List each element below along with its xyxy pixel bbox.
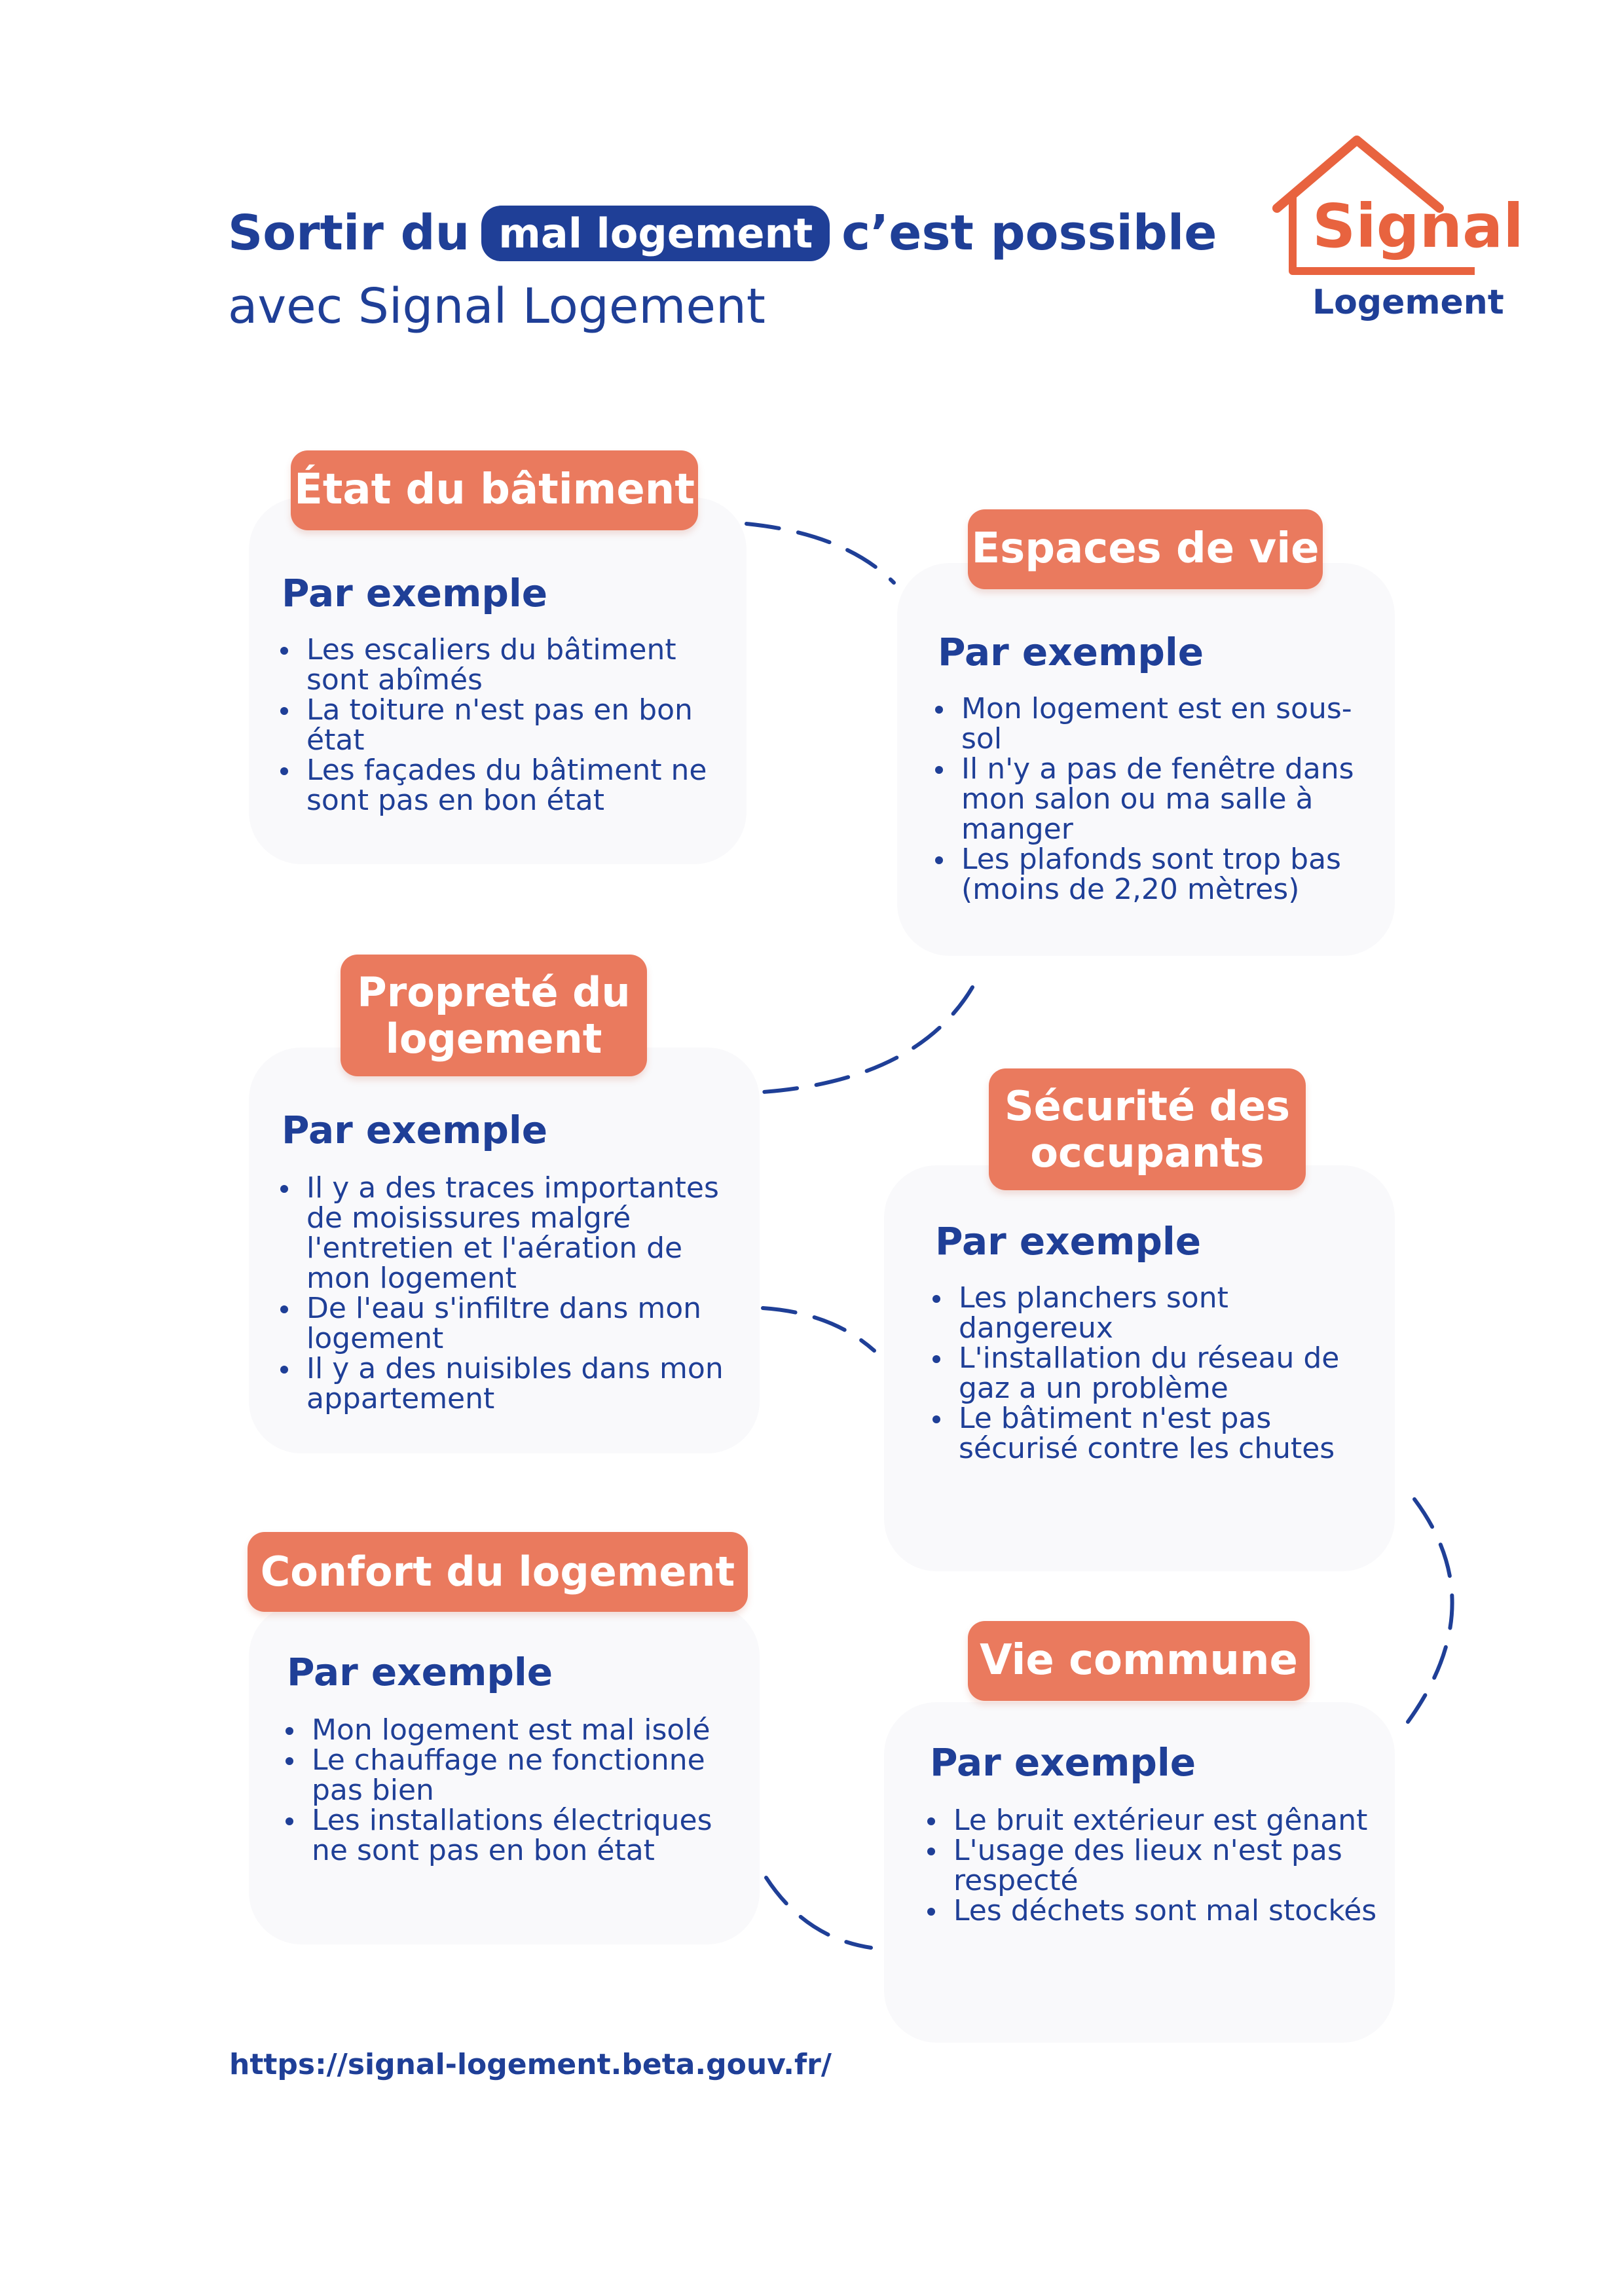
list-item: Le chauffage ne fonctionne pas bien [280, 1745, 752, 1806]
card-background [249, 1048, 760, 1453]
list-item: L'installation du réseau de gaz a un pro… [927, 1343, 1386, 1404]
example-title: Par exemple [282, 1108, 548, 1152]
example-title: Par exemple [938, 630, 1204, 674]
house-icon [1272, 136, 1475, 275]
list-item: Il n'y a pas de fenêtre dans mon salon o… [930, 754, 1375, 845]
title-before: Sortir du [228, 205, 470, 261]
list-item: Les plafonds sont trop bas (moins de 2,2… [930, 845, 1375, 905]
list-item: Le bâtiment n'est pas sécurisé contre le… [927, 1404, 1386, 1464]
list-item: Les escaliers du bâtiment sont abîmés [275, 635, 720, 695]
list-item: Mon logement est mal isolé [280, 1715, 752, 1745]
tag-proprete-du-logement: Propreté du logement [341, 955, 647, 1076]
example-title: Par exemple [935, 1219, 1202, 1264]
example-list: Le bruit extérieur est gênant L'usage de… [922, 1806, 1393, 1926]
title-highlight: mal logement [481, 205, 830, 261]
list-item: L'usage des lieux n'est pas respecté [922, 1836, 1393, 1896]
tag-etat-du-batiment: État du bâtiment [291, 450, 698, 530]
list-item: La toiture n'est pas en bon état [275, 695, 720, 756]
tag-confort-du-logement: Confort du logement [248, 1532, 748, 1612]
signal-logement-link[interactable]: https://signal-logement.beta.gouv.fr/ [229, 2048, 832, 2081]
tag-espaces-de-vie: Espaces de vie [968, 509, 1323, 589]
card-background [249, 1604, 760, 1944]
example-list: Il y a des traces importantes de moisiss… [275, 1173, 747, 1414]
tag-securite-des-occupants: Sécurité des occupants [989, 1068, 1306, 1190]
list-item: De l'eau s'infiltre dans mon logement [275, 1294, 747, 1354]
card-background [884, 1165, 1395, 1571]
example-list: Les planchers sont dangereux L'installat… [927, 1283, 1386, 1464]
example-title: Par exemple [287, 1650, 553, 1694]
example-list: Mon logement est mal isolé Le chauffage … [280, 1715, 752, 1866]
page-title: Sortir du mal logement c’est possible [228, 194, 1217, 272]
logo-word-logement: Logement [1312, 283, 1504, 322]
title-after: c’est possible [841, 205, 1217, 261]
list-item: Le bruit extérieur est gênant [922, 1806, 1393, 1836]
tag-vie-commune: Vie commune [968, 1621, 1310, 1701]
list-item: Les installations électriques ne sont pa… [280, 1806, 752, 1866]
example-title: Par exemple [930, 1740, 1196, 1785]
card-background [897, 563, 1395, 956]
example-title: Par exemple [282, 571, 548, 615]
page-subtitle: avec Signal Logement [228, 278, 766, 335]
list-item: Les déchets sont mal stockés [922, 1896, 1393, 1926]
logo-word-signal: Signal [1312, 191, 1524, 261]
list-item: Mon logement est en sous-sol [930, 694, 1375, 754]
list-item: Il y a des traces importantes de moisiss… [275, 1173, 747, 1294]
card-background [249, 498, 747, 864]
list-item: Il y a des nuisibles dans mon appartemen… [275, 1354, 747, 1414]
signal-logement-logo: Signal Logement [1270, 131, 1524, 327]
list-item: Les façades du bâtiment ne sont pas en b… [275, 756, 720, 816]
example-list: Mon logement est en sous-sol Il n'y a pa… [930, 694, 1375, 905]
list-item: Les planchers sont dangereux [927, 1283, 1386, 1343]
example-list: Les escaliers du bâtiment sont abîmés La… [275, 635, 720, 816]
card-background [884, 1702, 1395, 2043]
